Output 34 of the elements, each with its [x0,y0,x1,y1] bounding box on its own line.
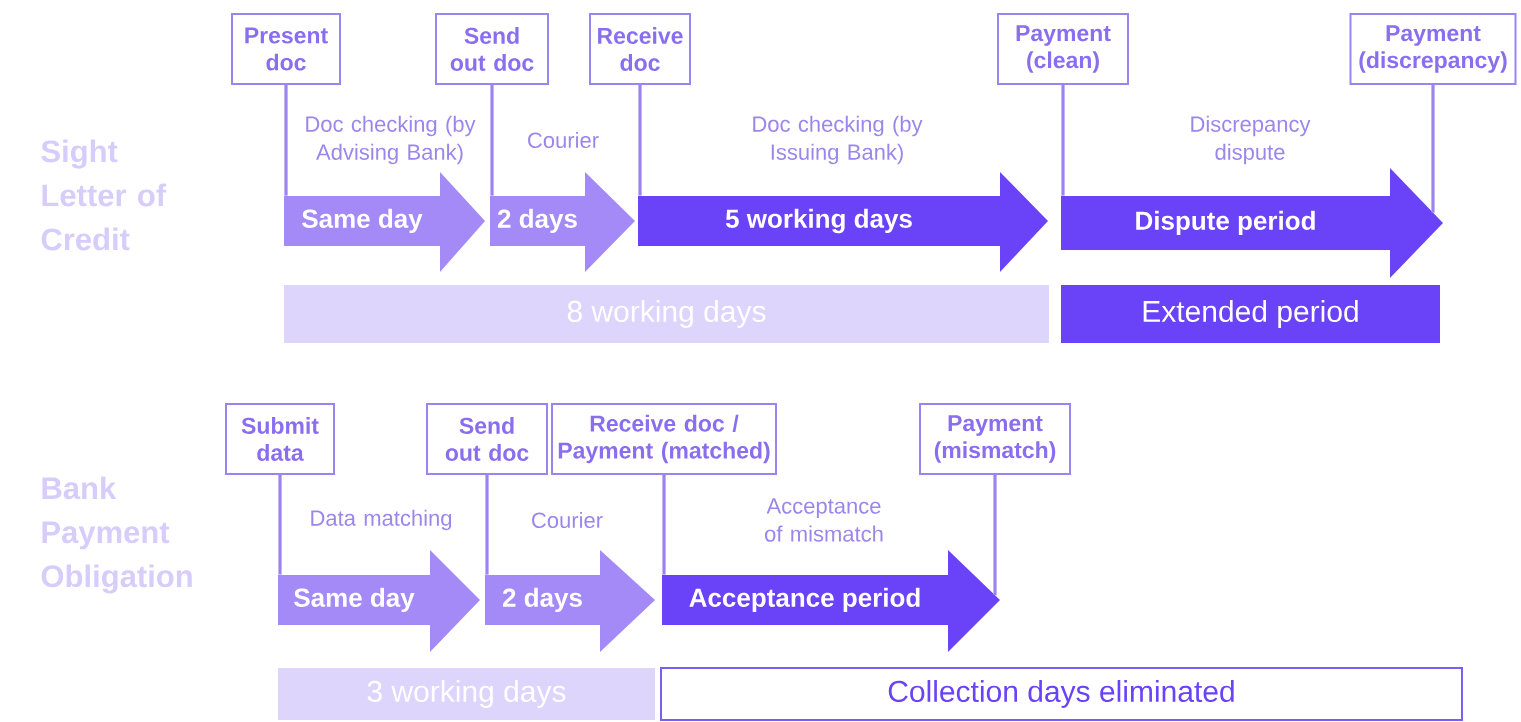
annotation-text: Courier [532,511,603,529]
milestone-box: Present doc [231,13,341,85]
milestone-box: Payment (discrepancy) [1349,13,1517,85]
milestone-box: Payment (mismatch) [919,403,1071,475]
leader-line [490,85,494,196]
milestone-box: Send out doc [426,403,548,475]
leader-line [993,475,997,596]
phase-band: 5 working days [638,172,1048,272]
phase-band: Acceptance period [662,550,1000,652]
milestone-box: Send out doc [435,13,549,85]
phase-band: Same day [284,172,485,272]
period-bar: Collection days eliminated [660,667,1463,721]
milestone-box: Submit data [225,403,335,475]
leader-line [278,475,282,575]
leader-line [1431,85,1435,213]
annotation-text: Doc checking (by Advising Bank) [306,115,476,165]
milestone-box: Receive doc [589,13,691,85]
leader-line [284,85,288,196]
period-bar: Extended period [1061,285,1440,343]
leader-line [485,475,489,575]
phase-band: Same day [278,550,480,652]
annotation-text: Doc checking (by Issuing Bank) [753,115,923,165]
phase-band: Dispute period [1061,168,1443,278]
phase-band: 2 days [490,172,635,272]
annotation-text: Courier [528,131,599,149]
annotation-text: Data matching [311,509,452,531]
milestone-box: Receive doc / Payment (matched) [551,403,777,475]
leader-line [1061,85,1065,196]
milestone-box: Payment (clean) [997,13,1129,85]
leader-line [638,85,642,196]
annotation-text: Acceptance of mismatch [765,498,883,542]
annotation-text: Discrepancy dispute [1191,115,1311,165]
leader-line [662,475,666,575]
phase-band: 2 days [485,550,655,652]
